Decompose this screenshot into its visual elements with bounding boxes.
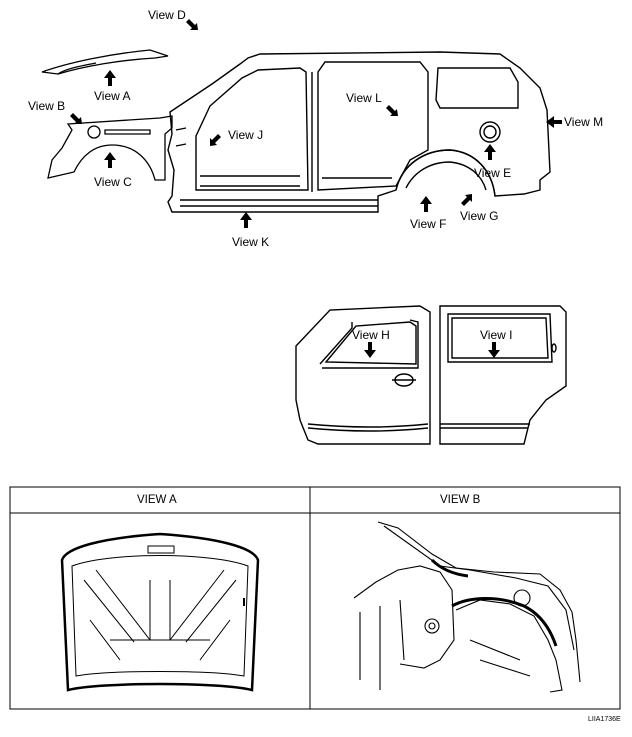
arrow-view-l: [386, 105, 398, 116]
rear-door-outline: [439, 305, 567, 445]
label-view-c: View C: [94, 175, 132, 189]
fender-apron-detail: [353, 521, 581, 693]
arrow-view-f: [420, 196, 432, 212]
arrow-view-g: [461, 194, 472, 206]
arrow-view-h: [364, 342, 376, 358]
label-view-d: View D: [148, 8, 186, 22]
label-view-a: View A: [94, 89, 131, 103]
arrow-view-b: [70, 113, 82, 124]
arrow-view-e: [484, 144, 496, 160]
arrow-view-d: [186, 19, 198, 30]
front-fender-outline: [47, 115, 173, 181]
label-view-i: View I: [480, 328, 513, 342]
arrow-view-k: [240, 212, 252, 228]
vehicle-body-side: [167, 51, 551, 213]
arrow-view-a: [104, 70, 116, 86]
figure-code: LIIA1736E: [588, 716, 621, 723]
label-view-l: View L: [346, 91, 382, 105]
label-view-f: View F: [410, 217, 447, 231]
table-header-view-a: VIEW A: [137, 494, 177, 506]
arrow-view-m: [546, 116, 562, 128]
label-view-k: View K: [232, 235, 270, 249]
arrow-view-c: [104, 152, 116, 168]
arrows: [70, 19, 562, 358]
label-view-b: View B: [28, 99, 66, 113]
label-view-m: View M: [564, 115, 604, 129]
label-view-e: View E: [474, 166, 512, 180]
arrow-view-j: [210, 134, 221, 146]
view-table-frame: [9, 486, 621, 710]
arrow-view-i: [488, 342, 500, 358]
hood-outline: [41, 49, 169, 75]
table-header-view-b: VIEW B: [440, 494, 481, 506]
label-view-h: View H: [352, 328, 390, 342]
label-view-j: View J: [228, 128, 264, 142]
label-view-g: View G: [460, 209, 499, 223]
front-door-outline: [295, 305, 431, 445]
hood-underside-detail: [60, 532, 260, 692]
